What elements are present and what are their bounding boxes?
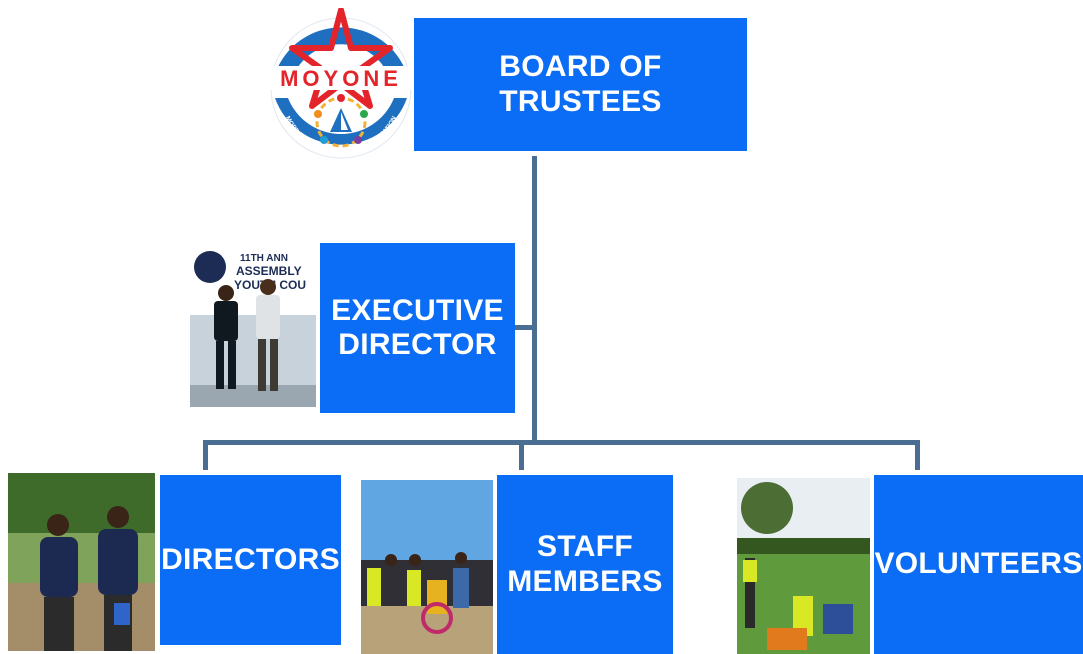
volunteers-box: VOLUNTEERS bbox=[874, 475, 1083, 654]
connector-staff-drop bbox=[519, 440, 524, 470]
executive-director-label-line2: DIRECTOR bbox=[338, 328, 497, 361]
banner-text-line1: 11TH ANN bbox=[240, 253, 288, 264]
executive-director-photo: 11TH ANN ASSEMBLY YOUTH COU bbox=[190, 245, 316, 407]
connector-directors-drop bbox=[203, 440, 208, 470]
directors-box: DIRECTORS bbox=[160, 475, 341, 645]
staff-members-photo bbox=[361, 480, 493, 654]
staff-members-label-line1: STAFF bbox=[537, 530, 633, 563]
board-of-trustees-label: BOARD OF TRUSTEES bbox=[499, 50, 662, 118]
connector-horizontal-bar bbox=[203, 440, 920, 445]
moyone-logo: MOYONE MOBILE YOUTH NETWORK ORGANIZATION bbox=[266, 7, 416, 164]
connector-volunteers-drop bbox=[915, 440, 920, 470]
staff-members-box: STAFF MEMBERS bbox=[497, 475, 673, 654]
executive-director-label-line1: EXECUTIVE bbox=[331, 293, 504, 327]
volunteers-label: VOLUNTEERS bbox=[874, 547, 1083, 581]
connector-board-trunk bbox=[532, 156, 537, 444]
banner-text-line2: ASSEMBLY bbox=[236, 264, 302, 278]
executive-director-box: EXECUTIVE DIRECTOR bbox=[320, 243, 515, 413]
directors-label: DIRECTORS bbox=[161, 542, 340, 576]
connector-executive-branch bbox=[514, 325, 536, 330]
directors-photo bbox=[8, 473, 155, 651]
hands-circle-icon bbox=[314, 94, 368, 148]
staff-members-label-line2: MEMBERS bbox=[507, 564, 663, 598]
logo-wordmark: MOYONE bbox=[280, 66, 402, 91]
volunteers-photo bbox=[737, 478, 870, 654]
board-of-trustees-box: BOARD OF TRUSTEES bbox=[414, 18, 747, 151]
